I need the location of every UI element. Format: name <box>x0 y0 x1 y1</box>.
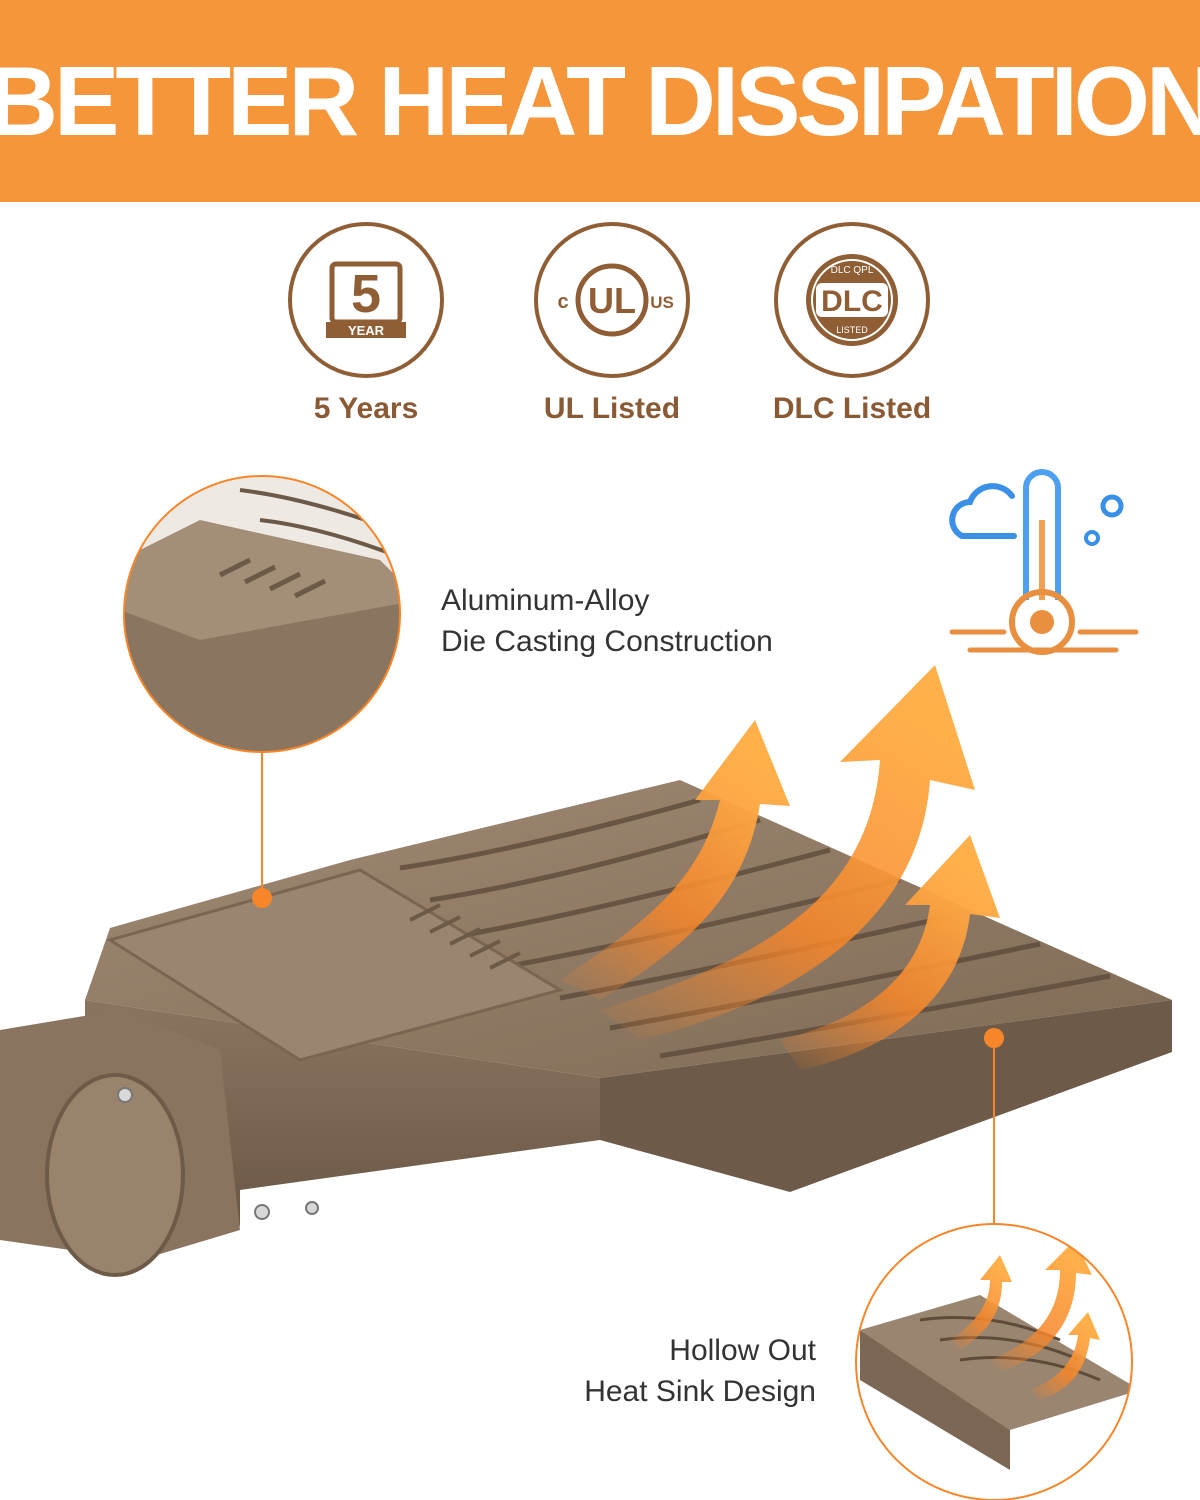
svg-text:US: US <box>650 293 674 312</box>
callout-dot-housing <box>252 888 272 908</box>
feature-housing-caption: Aluminum-Alloy Die Casting Construction <box>441 580 773 662</box>
cert-warranty: 5 YEAR 5 Years <box>281 222 451 432</box>
cert-label-dlc: DLC Listed <box>772 392 932 425</box>
heat-arrow-icon <box>600 665 975 1040</box>
dlc-listed-icon: DLC QPL DLC LISTED <box>774 222 930 378</box>
feature-heatsink-line2: Heat Sink Design <box>584 1375 816 1408</box>
svg-text:DLC: DLC <box>821 285 883 318</box>
temperature-icon <box>949 469 1139 655</box>
feature-housing-line2: Die Casting Construction <box>441 625 773 658</box>
svg-text:YEAR: YEAR <box>348 323 385 338</box>
heat-arrow-icon <box>560 720 790 1000</box>
svg-text:LISTED: LISTED <box>836 325 868 335</box>
screw-icon <box>254 1204 270 1220</box>
callout-dot-heatsink <box>984 1028 1004 1048</box>
page-title: BETTER HEAT DISSIPATION <box>0 46 1200 156</box>
svg-text:UL: UL <box>588 280 636 321</box>
zoom-housing-detail <box>123 475 401 753</box>
zoom-heatsink-detail <box>855 1223 1133 1500</box>
cert-label-ul: UL Listed <box>543 392 681 425</box>
svg-text:DLC QPL: DLC QPL <box>831 265 874 276</box>
heat-flow-arrows <box>560 665 1000 1070</box>
mount-knuckle <box>45 1073 185 1277</box>
screw-icon <box>117 1087 133 1103</box>
warranty-5-year-icon: 5 YEAR <box>288 222 444 378</box>
svg-text:5: 5 <box>351 264 381 324</box>
header-banner: BETTER HEAT DISSIPATION <box>0 0 1200 202</box>
cert-ul: UL c US UL Listed <box>527 222 697 432</box>
light-housing <box>0 780 1172 1277</box>
heat-arrow-icon <box>780 835 1000 1070</box>
screw-icon <box>305 1201 319 1215</box>
feature-housing-line1: Aluminum-Alloy <box>441 584 650 617</box>
driver-ribs <box>409 903 521 970</box>
ul-listed-icon: UL c US <box>534 222 690 378</box>
feature-heatsink-caption: Hollow Out Heat Sink Design <box>560 1330 816 1412</box>
cert-dlc: DLC QPL DLC LISTED DLC Listed <box>767 222 937 432</box>
feature-heatsink-line1: Hollow Out <box>669 1334 816 1367</box>
cert-label-warranty: 5 Years <box>313 392 419 425</box>
svg-text:c: c <box>557 291 568 313</box>
